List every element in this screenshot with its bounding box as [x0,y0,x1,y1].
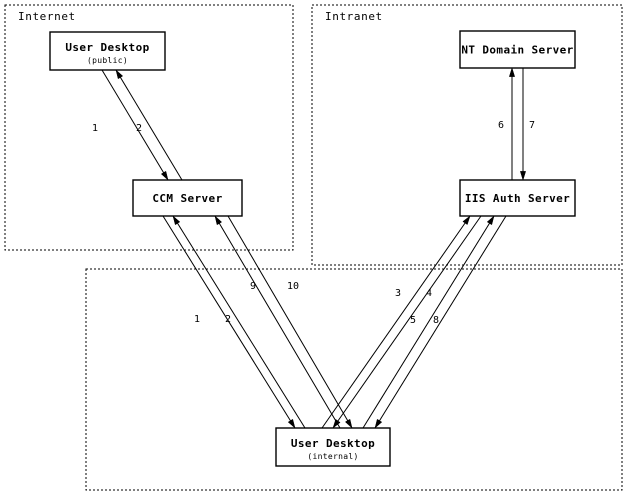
node-user-desktop-internal[interactable]: User Desktop (internal) [275,427,391,467]
zone-internet: Internet [4,4,294,251]
connector-edge-8 [374,215,507,429]
zones-layer: Internet Intranet [4,4,623,491]
connector-line-edge-1-internal [162,215,296,429]
edge-label-edge-5: 5 [410,315,416,326]
zone-label-internet: Internet [18,10,76,23]
edge-label-edge-8: 8 [433,315,439,326]
connector-edge-9 [214,215,341,429]
node-box-user-desktop-internal[interactable] [275,427,391,467]
connector-line-edge-2-internal [172,215,306,429]
arrowhead-icon-edge-8 [374,418,383,429]
connector-edge-10 [227,215,353,429]
arrowhead-icon-edge-5 [486,215,495,226]
connector-line-edge-5 [362,215,495,429]
edge-label-edge-2-internal: 2 [225,314,231,325]
connector-edge-2-public [115,69,183,181]
edge-label-edge-1-public: 1 [92,123,98,134]
arrowhead-icon-edge-1-internal [287,418,296,429]
connector-edge-7 [520,68,526,181]
edge-label-edge-1-internal: 1 [194,314,200,325]
connector-edge-3 [321,215,471,429]
node-ccm-server[interactable]: CCM Server [132,179,243,217]
connector-edge-6 [509,67,515,180]
arrowhead-icon-edge-1-public [160,170,169,181]
node-nt-domain-server[interactable]: NT Domain Server [459,30,576,69]
connector-edge-1-internal [162,215,296,429]
connector-line-edge-4 [332,215,482,429]
connector-line-edge-2-public [115,69,183,181]
arrowhead-icon-edge-9 [214,215,223,226]
zone-boundary-intranet [311,4,623,266]
arrowhead-icon-edge-3 [462,215,471,225]
edge-label-edge-2-public: 2 [136,123,142,134]
node-title-user-desktop-public: User Desktop [65,41,149,54]
node-subtitle-user-desktop-public: (public) [87,56,128,65]
connector-line-edge-1-public [101,69,169,181]
edge-label-edge-7: 7 [529,120,535,131]
arrowhead-icon-edge-4 [332,419,341,429]
node-box-nt-domain-server[interactable] [459,30,576,69]
node-iis-auth-server[interactable]: IIS Auth Server [459,179,576,217]
connector-line-edge-3 [321,215,471,429]
zone-boundary-internal-lan [85,268,623,491]
edge-label-edge-9: 9 [250,281,256,292]
connector-line-edge-8 [374,215,507,429]
connector-edge-5 [362,215,495,429]
zone-label-intranet: Intranet [325,10,383,23]
connector-edge-1-public [101,69,169,181]
arrowhead-icon-edge-7 [520,171,526,181]
arrowhead-icon-edge-6 [509,67,515,77]
connector-line-edge-10 [227,215,353,429]
connector-edge-4 [332,215,482,429]
connector-line-edge-9 [214,215,341,429]
node-title-ccm-server: CCM Server [152,192,222,205]
zone-intranet: Intranet [311,4,623,266]
edge-label-edge-10: 10 [287,281,299,292]
node-box-ccm-server[interactable] [132,179,243,217]
edge-label-edge-3: 3 [395,288,401,299]
zone-internal-lan [85,268,623,491]
edge-labels-layer: 1 2 6 7 1 2 9 10 3 4 5 8 [92,120,535,326]
edges-layer [101,67,526,429]
node-subtitle-user-desktop-internal: (internal) [307,452,358,461]
arrowhead-icon-edge-2-public [115,69,124,80]
node-box-user-desktop-public[interactable] [49,31,166,71]
arrowhead-icon-edge-2-internal [172,215,181,226]
nodes-layer: User Desktop (public) CCM Server NT Domain … [49,30,576,467]
node-title-nt-domain-server: NT Domain Server [461,44,573,57]
connector-edge-2-internal [172,215,306,429]
node-title-iis-auth-server: IIS Auth Server [465,192,570,205]
node-user-desktop-public[interactable]: User Desktop (public) [49,31,166,71]
arrowhead-icon-edge-10 [344,418,353,429]
node-title-user-desktop-internal: User Desktop [291,437,375,450]
zone-boundary-internet [4,4,294,251]
edge-label-edge-6: 6 [498,120,504,131]
node-box-iis-auth-server[interactable] [459,179,576,217]
edge-label-edge-4: 4 [426,288,432,299]
